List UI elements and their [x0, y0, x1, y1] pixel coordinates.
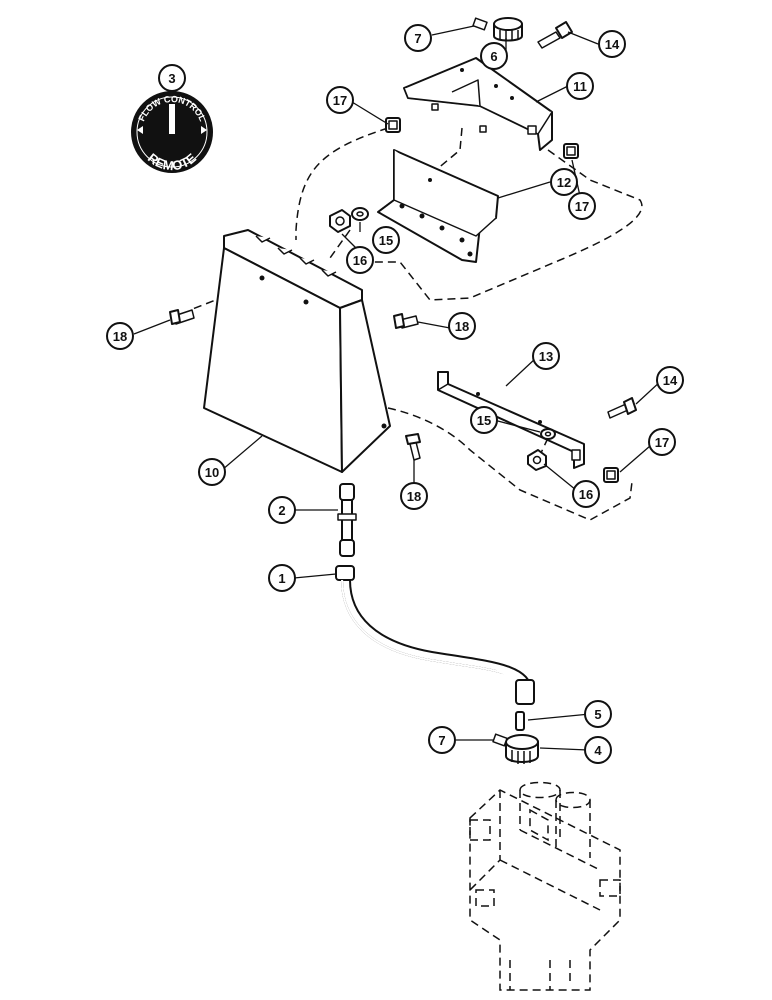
- svg-text:18: 18: [113, 329, 127, 344]
- callout-16-upper: 16: [346, 246, 374, 274]
- bolt-right: [607, 397, 637, 419]
- svg-text:17: 17: [575, 199, 589, 214]
- clip-nut-lower-right: [603, 467, 619, 483]
- callout-2: 2: [268, 496, 296, 524]
- callout-17-upper-left: 17: [326, 86, 354, 114]
- nut-upper: [329, 209, 351, 233]
- leader-lines: [133, 25, 663, 751]
- callout-14-lower: 14: [656, 366, 684, 394]
- svg-text:7: 7: [414, 31, 421, 46]
- callout-18-middle: 18: [448, 312, 476, 340]
- flow-control-decal: FLOW CONTROL REMOTE: [131, 91, 213, 173]
- svg-text:15: 15: [477, 413, 491, 428]
- svg-text:18: 18: [407, 489, 421, 504]
- upper-bracket: [403, 57, 553, 151]
- svg-text:16: 16: [579, 487, 593, 502]
- callout-5: 5: [584, 700, 612, 728]
- svg-text:5: 5: [594, 707, 601, 722]
- svg-text:4: 4: [594, 743, 602, 758]
- svg-text:6: 6: [490, 49, 497, 64]
- svg-text:1: 1: [278, 571, 285, 586]
- lower-knob: [505, 734, 539, 764]
- callout-17-upper-right: 17: [568, 192, 596, 220]
- callout-7-lower: 7: [428, 726, 456, 754]
- control-valve: [469, 781, 621, 991]
- callout-11: 11: [566, 72, 594, 100]
- decal-text-bottom: REMOTE: [145, 150, 199, 173]
- lower-set-screw: [492, 733, 508, 747]
- callout-4: 4: [584, 736, 612, 764]
- svg-text:15: 15: [379, 233, 393, 248]
- svg-text:10: 10: [205, 465, 219, 480]
- callout-18-left: 18: [106, 322, 134, 350]
- svg-text:3: 3: [168, 71, 175, 86]
- svg-text:11: 11: [573, 79, 587, 94]
- control-rod: [337, 483, 357, 557]
- console-cover: [203, 229, 391, 473]
- callout-10: 10: [198, 458, 226, 486]
- nut-lower: [527, 449, 547, 471]
- clip-nut-upper-right: [563, 143, 579, 159]
- washer-lower: [540, 428, 556, 440]
- upper-set-screw: [472, 17, 488, 31]
- callout-15-lower: 15: [470, 406, 498, 434]
- lower-bracket: [437, 371, 585, 469]
- svg-text:2: 2: [278, 503, 285, 518]
- callout-7-upper: 7: [404, 24, 432, 52]
- callout-3: 3: [158, 64, 186, 92]
- callout-13: 13: [532, 342, 560, 370]
- svg-text:18: 18: [455, 319, 469, 334]
- control-cable: [335, 565, 535, 705]
- clip-nut-upper-left: [385, 117, 401, 133]
- svg-text:13: 13: [539, 349, 553, 364]
- upper-knob: [493, 17, 523, 42]
- callout-1: 1: [268, 564, 296, 592]
- callout-7-lower-text: 7: [438, 733, 445, 748]
- callout-12: 12: [550, 168, 578, 196]
- svg-text:17: 17: [655, 435, 669, 450]
- pin: [515, 711, 525, 731]
- callout-17-lower: 17: [648, 428, 676, 456]
- bolt-lower: [405, 433, 421, 461]
- svg-text:12: 12: [557, 175, 571, 190]
- angle-bracket: [377, 149, 499, 263]
- callout-14-upper: 14: [598, 30, 626, 58]
- callout-6: 6: [480, 42, 508, 70]
- svg-text:16: 16: [353, 253, 367, 268]
- svg-text:14: 14: [663, 373, 678, 388]
- bolt-middle: [393, 313, 419, 329]
- callout-16-lower: 16: [572, 480, 600, 508]
- upper-bolt: [537, 21, 573, 49]
- callout-18-lower: 18: [400, 482, 428, 510]
- callout-15-upper: 15: [372, 226, 400, 254]
- svg-text:14: 14: [605, 37, 620, 52]
- decal-pointer: [169, 104, 175, 134]
- washer-upper: [351, 207, 369, 221]
- svg-text:17: 17: [333, 93, 347, 108]
- bolt-left: [169, 309, 195, 325]
